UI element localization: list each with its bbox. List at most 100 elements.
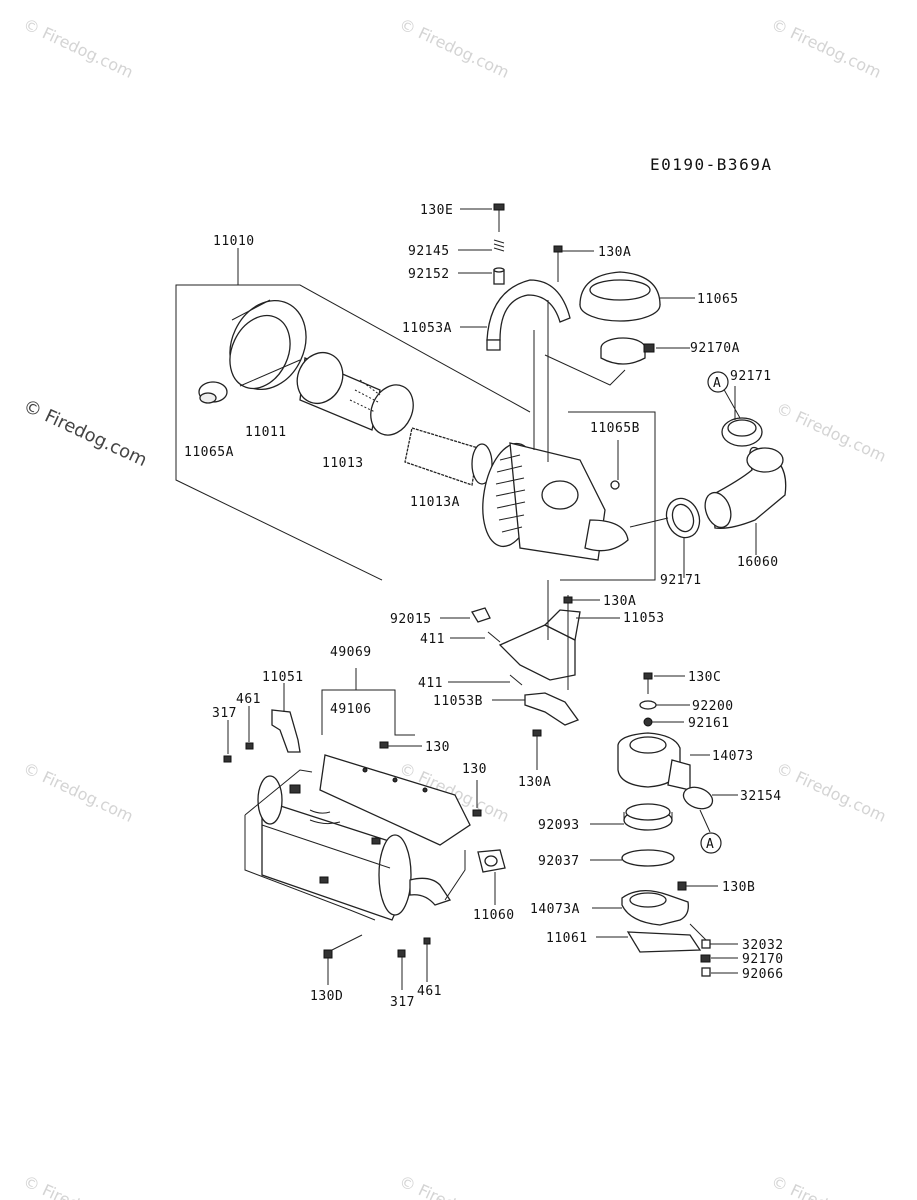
diagram-code: E0190-B369A [650,155,772,174]
callout-461-a: 461 [236,692,261,707]
air-cleaner-housing [482,442,629,561]
air-cleaner-cap-11011 [229,299,307,391]
callout-11013A: 11013A [410,495,460,510]
nut-92170 [700,954,711,963]
element-11013A [404,427,493,486]
callout-92170A: 92170A [690,341,740,356]
clamp-92170A [600,337,655,365]
callout-461-b: 461 [417,984,442,999]
cyclone-14073 [617,732,691,791]
sleeve-32154 [682,786,714,810]
clamp-92037 [621,849,675,867]
callout-130D: 130D [310,989,343,1004]
intake-hose-16060 [704,446,787,529]
callout-32154: 32154 [740,789,782,804]
callout-92037: 92037 [538,854,580,869]
callout-130-a: 130 [425,740,450,755]
heat-shield-49106 [319,754,471,846]
callout-11010: 11010 [213,234,255,249]
bolt-130C [643,672,653,694]
watermark-bottom-right: © Firedog.com [768,1171,884,1200]
bracket-11053B [524,692,580,726]
clip-92015 [471,607,491,623]
screw-130A-mid [563,596,573,604]
bracket-11053 [498,609,581,681]
callout-49106: 49106 [330,702,372,717]
watermark-top-right: © Firedog.com [768,14,884,82]
callout-14073: 14073 [712,749,754,764]
bracket-11051 [271,709,301,753]
valve-11065A [198,381,228,404]
callout-130B: 130B [722,880,755,895]
callout-11065B: 11065B [590,421,640,436]
callout-92161: 92161 [688,716,730,731]
nut-317-a [223,755,232,763]
ref-A-top-label: A [713,376,721,391]
callout-130A-top: 130A [598,245,631,260]
washer-92200 [639,700,657,710]
callout-labels: 11010 11011 11065A 11013 11013A 130E 921… [184,203,784,1010]
washer-461-b [423,937,431,945]
callout-11061: 11061 [546,931,588,946]
callout-11051: 11051 [262,670,304,685]
callout-130A-low: 130A [518,775,551,790]
callout-92170: 92170 [742,952,784,967]
callout-92066: 92066 [742,967,784,982]
callout-317-a: 317 [212,706,237,721]
callout-11060: 11060 [473,908,515,923]
bolt-130B [677,881,687,891]
callout-317-b: 317 [390,995,415,1010]
callout-130A-mid: 130A [603,594,636,609]
bolt-130D [323,949,333,959]
bolt-32032 [701,939,711,949]
watermarks: © Firedog.com © Firedog.com © Firedog.co… [20,14,889,1200]
nut-92161 [643,717,653,727]
nut-317-b [397,949,406,958]
callout-130C: 130C [688,670,721,685]
callout-11065A: 11065A [184,445,234,460]
screw-130A-top [553,245,563,253]
gasket-11061 [626,931,702,953]
washer-461-a [245,742,254,750]
callout-11053: 11053 [623,611,665,626]
side-watermark: © Firedog.com [20,395,150,471]
bolt-130-a [379,741,389,749]
callout-11013: 11013 [322,456,364,471]
callout-11053B: 11053B [433,694,483,709]
watermark-low-left: © Firedog.com [20,758,136,826]
callout-92152: 92152 [408,267,450,282]
callout-92145: 92145 [408,244,450,259]
air-cleaner-group [175,203,695,581]
ref-A-top [707,371,729,393]
ring-92093 [623,803,673,831]
callout-411-b: 411 [418,676,443,691]
clamp-92171-lower [665,497,701,539]
element-11013 [296,352,414,436]
bolt-130E [493,203,505,285]
ref-A-bottom [700,832,722,854]
callout-11065: 11065 [697,292,739,307]
callout-16060: 16060 [737,555,779,570]
watermark-bottom-left: © Firedog.com [20,1171,136,1200]
callout-130E: 130E [420,203,453,218]
callout-92015: 92015 [390,612,432,627]
callout-11053A: 11053A [402,321,452,336]
ref-A-bottom-label: A [706,837,714,852]
watermark-top-center: © Firedog.com [396,14,512,82]
muffler-49069 [257,775,452,921]
callout-14073A: 14073A [530,902,580,917]
callout-11011: 11011 [245,425,287,440]
callout-92093: 92093 [538,818,580,833]
callout-92171-mid: 92171 [660,573,702,588]
callout-411-a: 411 [420,632,445,647]
callout-92171-top: 92171 [730,369,772,384]
screw-130A-low [532,729,542,737]
cap-92066 [701,967,711,977]
callout-49069: 49069 [330,645,372,660]
bracket-11053A [486,279,571,351]
watermark-top-left: © Firedog.com [20,14,136,82]
bolt-130-b [472,809,482,817]
callout-32032: 32032 [742,938,784,953]
watermark-low-right: © Firedog.com [773,758,889,826]
